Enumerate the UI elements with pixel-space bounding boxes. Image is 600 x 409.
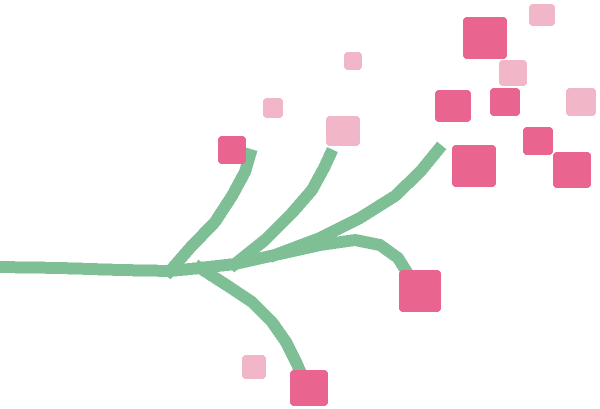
- blossom: [463, 17, 507, 59]
- blossom: [452, 145, 496, 187]
- blossom: [553, 152, 591, 188]
- blossom: [344, 52, 362, 70]
- blossom: [523, 127, 553, 155]
- blossom: [242, 355, 266, 379]
- blossom: [499, 60, 527, 86]
- blossom: [435, 90, 471, 122]
- blossoms: [218, 4, 596, 406]
- blossom: [566, 88, 596, 116]
- blossom: [326, 116, 360, 146]
- branch-right-up: [267, 141, 447, 263]
- branch-left-up: [161, 147, 258, 280]
- branch-mid-up: [226, 147, 338, 273]
- blossom: [529, 4, 555, 26]
- branch-down: [191, 259, 312, 388]
- blossom: [263, 98, 283, 118]
- blossom: [399, 270, 441, 312]
- blossom: [290, 370, 328, 406]
- blossom: [490, 88, 520, 116]
- blossom: [218, 136, 246, 164]
- main-stem: [0, 233, 419, 286]
- branch-stems: [0, 141, 447, 388]
